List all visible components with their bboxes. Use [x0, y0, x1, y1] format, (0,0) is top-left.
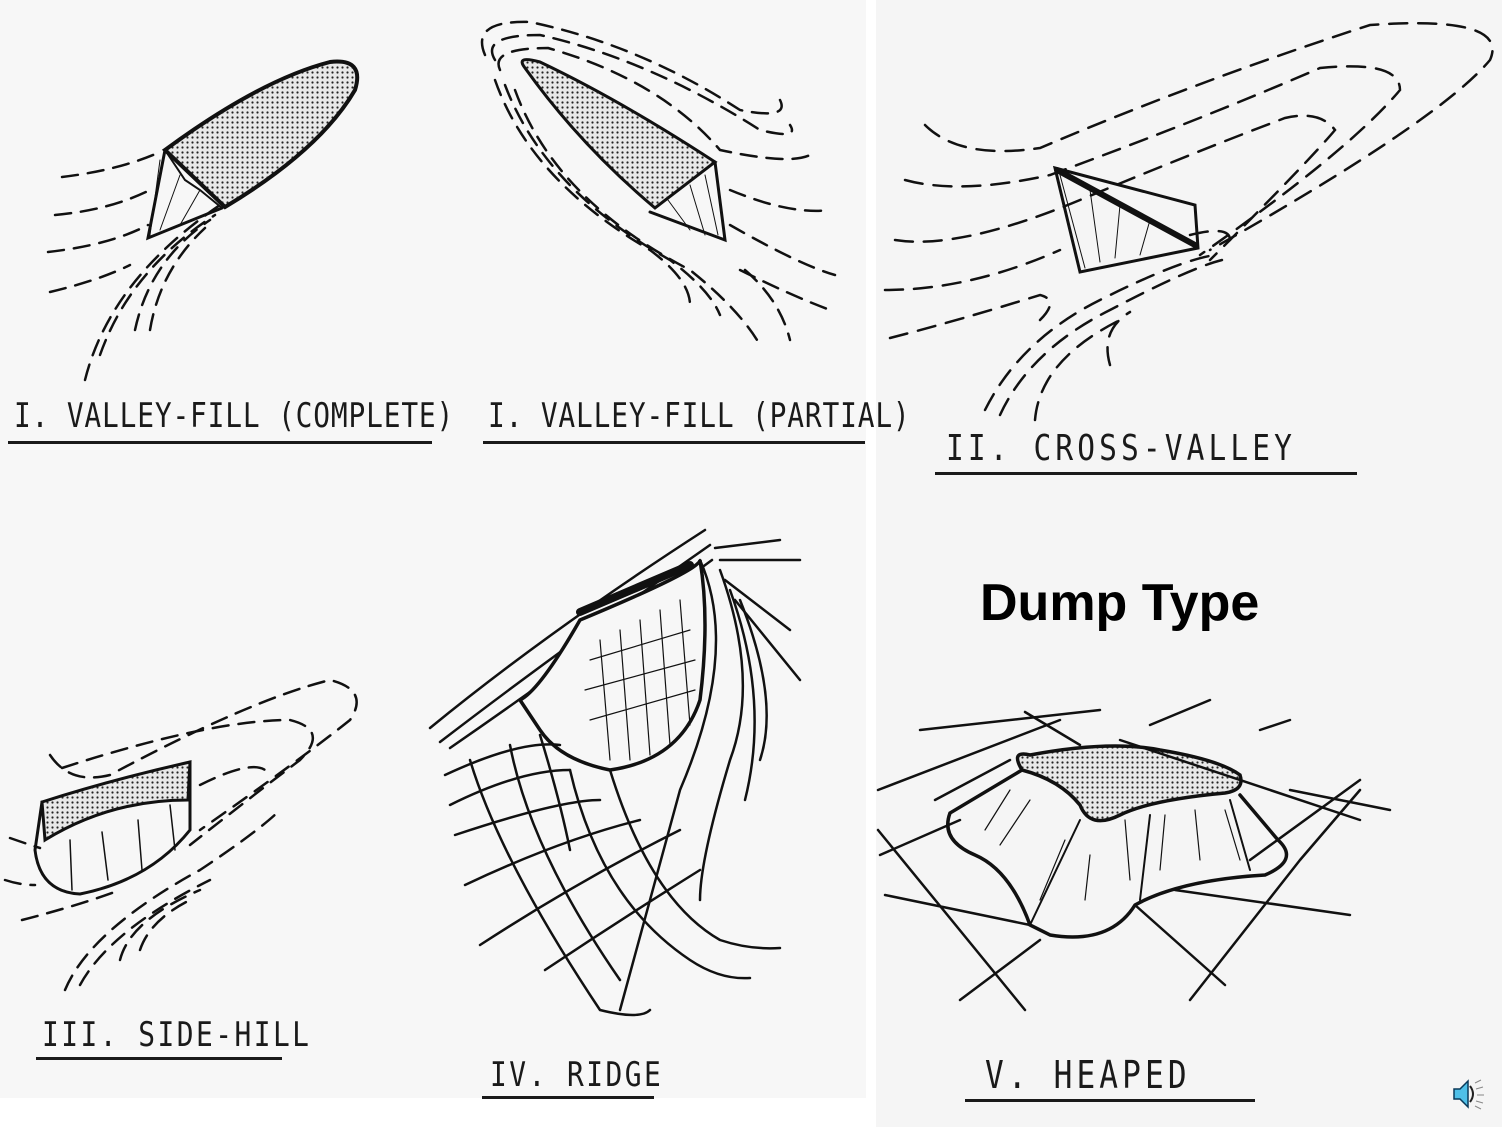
label-valley-fill-partial: I. VALLEY-FILL (PARTIAL): [488, 396, 911, 436]
underline-side-hill: [36, 1057, 282, 1060]
label-valley-fill-complete: I. VALLEY-FILL (COMPLETE): [14, 396, 455, 436]
label-ridge: IV. RIDGE: [490, 1055, 664, 1095]
slide-title: Dump Type: [980, 574, 1260, 632]
scanned-figure-right: [876, 0, 1502, 1127]
speaker-icon[interactable]: [1448, 1074, 1488, 1114]
label-cross-valley: II. CROSS-VALLEY: [946, 428, 1296, 469]
underline-ridge: [482, 1096, 654, 1099]
cross-valley-drawing: [883, 21, 1494, 422]
scanned-figure-left: [0, 0, 866, 1098]
underline-valley-fill-partial: [483, 441, 865, 444]
label-heaped: V. HEAPED: [985, 1053, 1191, 1097]
label-side-hill: III. SIDE-HILL: [42, 1015, 312, 1055]
underline-heaped: [965, 1099, 1255, 1102]
underline-cross-valley: [935, 472, 1357, 475]
valley-fill-partial-drawing: [480, 20, 837, 347]
heaped-drawing: [876, 698, 1392, 1012]
valley-fill-complete-drawing: [46, 59, 360, 382]
side-hill-drawing: [3, 678, 358, 992]
ridge-drawing: [428, 528, 802, 1017]
underline-valley-fill-complete: [8, 441, 432, 444]
